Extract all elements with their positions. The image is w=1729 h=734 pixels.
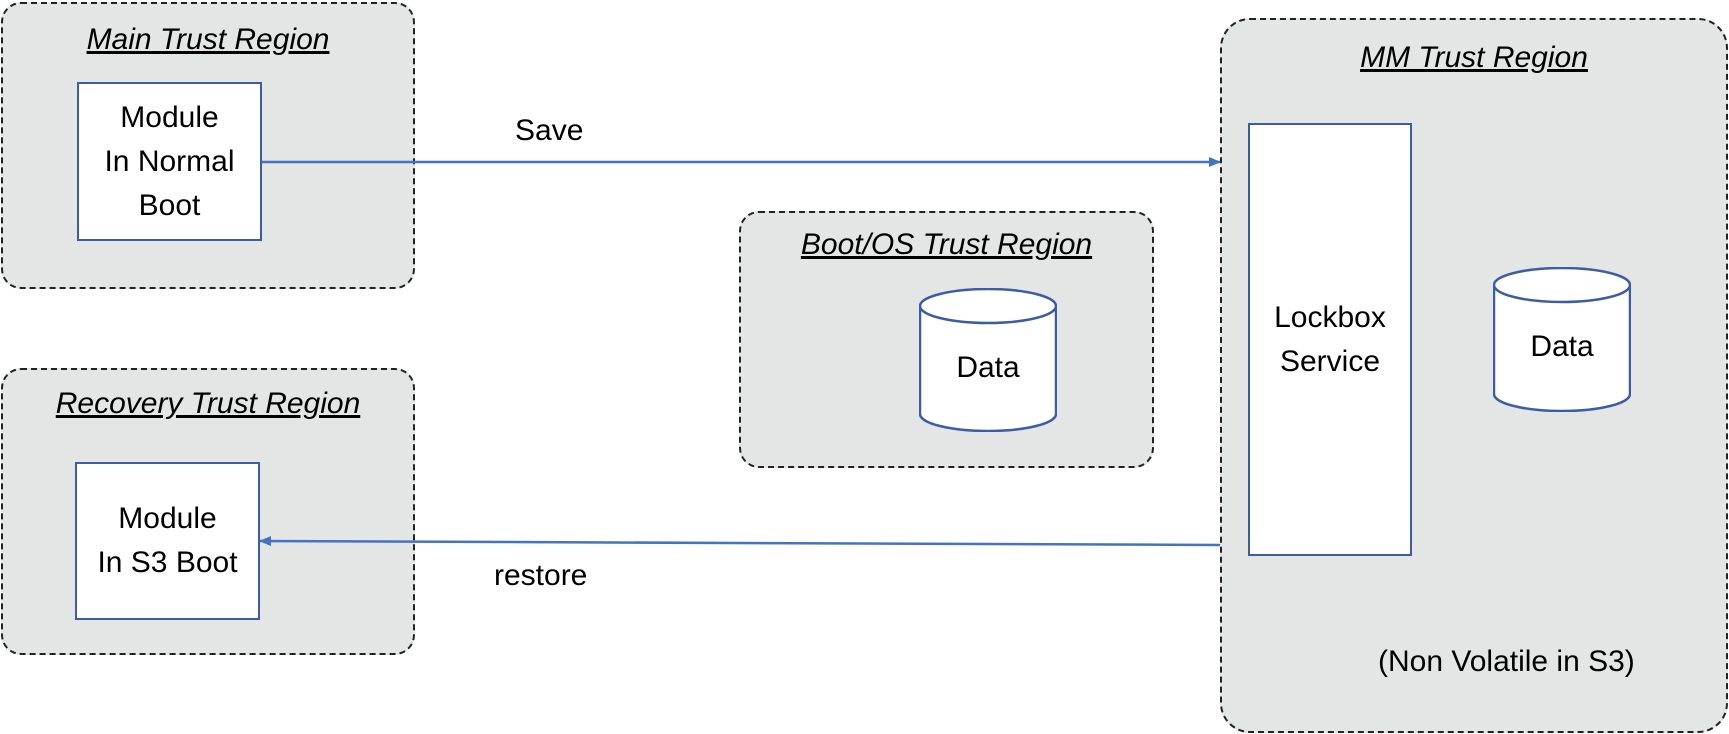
boot-os-data-store: Data bbox=[919, 288, 1057, 432]
module-s3-boot-box: Module In S3 Boot bbox=[75, 462, 260, 620]
boot-os-trust-region-title: Boot/OS Trust Region bbox=[800, 228, 1093, 261]
mm-data-store: Data bbox=[1493, 267, 1631, 412]
database-cylinder-icon bbox=[919, 288, 1057, 432]
restore-label: restore bbox=[494, 559, 588, 592]
restore-arrow bbox=[259, 536, 1221, 547]
boot-os-data-label: Data bbox=[956, 351, 1020, 384]
save-label: Save bbox=[515, 114, 584, 147]
database-cylinder-icon bbox=[1493, 267, 1631, 412]
non-volatile-note: (Non Volatile in S3) bbox=[1378, 645, 1635, 678]
mm-trust-region-title: MM Trust Region bbox=[1360, 41, 1588, 74]
main-trust-region: Main Trust Region bbox=[1, 2, 415, 289]
module-normal-boot-box: Module In Normal Boot bbox=[77, 82, 262, 241]
main-trust-region-title: Main Trust Region bbox=[86, 23, 330, 56]
recovery-trust-region-title: Recovery Trust Region bbox=[55, 387, 361, 420]
mm-data-label: Data bbox=[1530, 330, 1594, 363]
lockbox-service-box: Lockbox Service bbox=[1248, 123, 1412, 556]
